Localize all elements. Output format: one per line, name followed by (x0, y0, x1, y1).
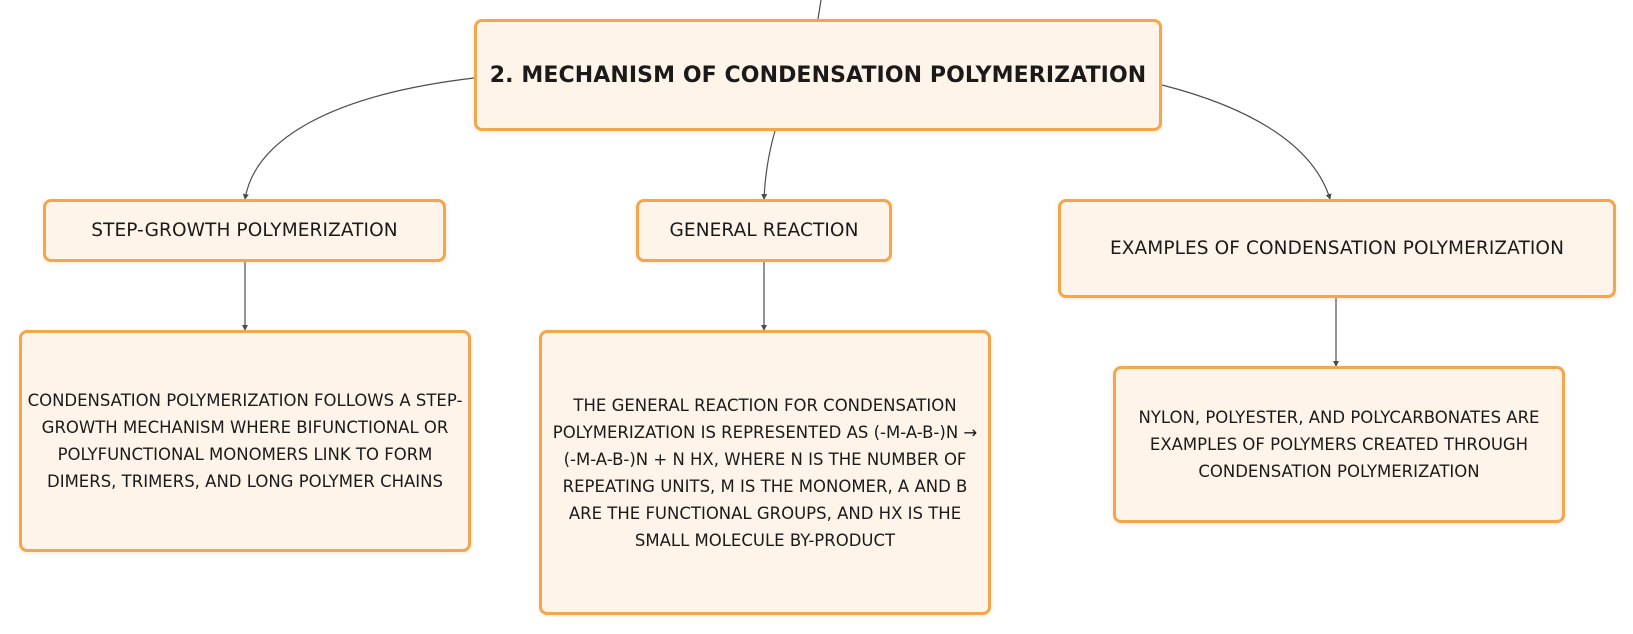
connector-root-to-general-reaction (761, 130, 776, 200)
examples-label: EXAMPLES OF CONDENSATION POLYMERIZATION (1109, 238, 1565, 259)
connector-root-to-step-growth (242, 77, 475, 200)
general-reaction-detail-node[interactable]: THE GENERAL REACTION FOR CONDENSATION PO… (539, 330, 991, 615)
root-node[interactable]: 2. MECHANISM OF CONDENSATION POLYMERIZAT… (474, 19, 1162, 131)
incoming-connector (817, 0, 822, 20)
step-growth-detail-text: CONDENSATION POLYMERIZATION FOLLOWS A ST… (27, 391, 463, 491)
step-growth-detail-node[interactable]: CONDENSATION POLYMERIZATION FOLLOWS A ST… (19, 330, 471, 552)
examples-detail-text: NYLON, POLYESTER, AND POLYCARBONATES ARE… (1138, 408, 1540, 481)
root-node-label: 2. MECHANISM OF CONDENSATION POLYMERIZAT… (489, 62, 1147, 88)
step-growth-label: STEP-GROWTH POLYMERIZATION (91, 220, 398, 241)
examples-node[interactable]: EXAMPLES OF CONDENSATION POLYMERIZATION (1058, 199, 1616, 298)
step-growth-node[interactable]: STEP-GROWTH POLYMERIZATION (43, 199, 446, 262)
general-reaction-detail-text: THE GENERAL REACTION FOR CONDENSATION PO… (552, 395, 978, 550)
general-reaction-label: GENERAL REACTION (669, 220, 859, 241)
connector-root-to-examples (1161, 84, 1332, 200)
examples-detail-node[interactable]: NYLON, POLYESTER, AND POLYCARBONATES ARE… (1113, 366, 1565, 523)
general-reaction-node[interactable]: GENERAL REACTION (636, 199, 892, 262)
